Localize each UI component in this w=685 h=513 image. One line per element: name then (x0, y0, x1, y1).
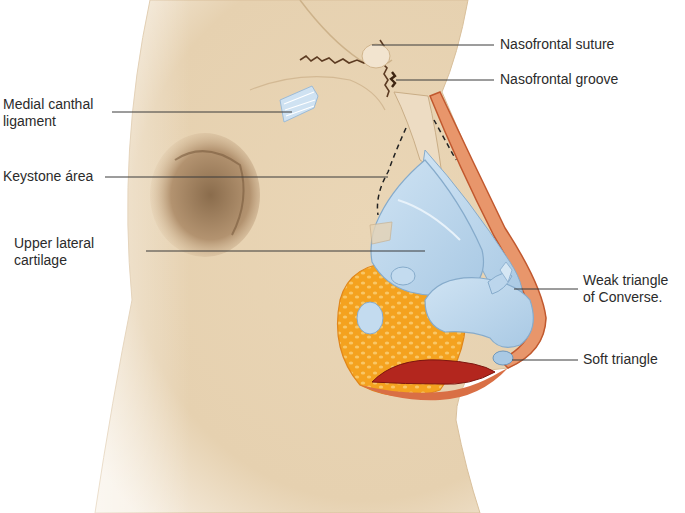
edge-fade (0, 0, 190, 513)
leader-line (514, 289, 578, 290)
lower-lateral-cartilage (425, 278, 533, 348)
leader-lines (105, 45, 578, 360)
keystone-outline (434, 120, 456, 160)
leader-line (396, 80, 494, 81)
keystone-outline (377, 128, 406, 215)
leader-line (146, 251, 425, 252)
nasion-prominence (362, 44, 390, 68)
leader-line (112, 112, 292, 113)
leader-line (372, 45, 494, 46)
part-label: Nasofrontal groove (500, 71, 670, 88)
part-label: Soft triangle (583, 351, 681, 368)
orbit-rim (175, 151, 244, 235)
upper-lateral-cartilage (371, 160, 484, 296)
sesamoid-cartilage (391, 267, 415, 285)
part-label: Upper lateral cartilage (14, 235, 144, 269)
part-label: Nasofrontal suture (500, 36, 670, 53)
cartilage-highlight (398, 200, 460, 240)
piriform-ligament (370, 222, 392, 244)
part-label: Keystone área (3, 168, 103, 185)
orbit (150, 133, 260, 257)
leader-line (512, 360, 578, 361)
leader-line (105, 177, 388, 178)
soft-triangle-region (493, 351, 513, 365)
part-label: Weak triangle of Converse. (583, 272, 681, 306)
nasofrontal-groove-mark (391, 72, 395, 87)
bone-contour (250, 77, 385, 110)
medial-canthal-ligament (280, 86, 318, 122)
cartilage-fragment (500, 262, 512, 282)
sesamoid-cartilage (357, 302, 383, 334)
alar-rim-skin (360, 368, 508, 400)
nostril (372, 360, 495, 384)
part-label: Medial canthal ligament (3, 96, 111, 130)
